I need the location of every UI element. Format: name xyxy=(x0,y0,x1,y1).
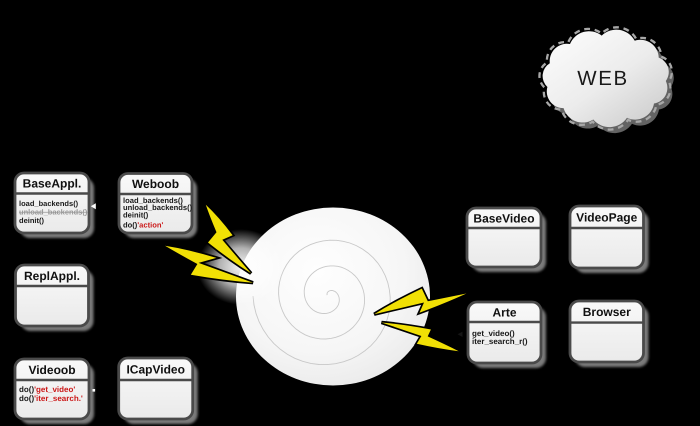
svg-text:VideoPage: VideoPage xyxy=(576,210,637,224)
svg-text:BaseAppl.: BaseAppl. xyxy=(23,177,82,191)
svg-text:deinit(): deinit() xyxy=(123,210,149,219)
svg-text:do()'action': do()'action' xyxy=(123,221,164,230)
svg-text:do()'iter_search.': do()'iter_search.' xyxy=(19,394,83,403)
svg-text:Browser: Browser xyxy=(583,305,631,319)
svg-text:Weboob: Weboob xyxy=(132,177,179,191)
svg-text:load_backends(): load_backends() xyxy=(123,196,183,205)
svg-text:ICapVideo: ICapVideo xyxy=(126,362,184,376)
svg-text:ReplAppl.: ReplAppl. xyxy=(24,269,80,283)
svg-text:BaseVideo: BaseVideo xyxy=(473,211,534,225)
svg-text:Arte: Arte xyxy=(492,305,516,319)
svg-text:get_video(): get_video() xyxy=(472,329,515,338)
svg-text:iter_search_r(): iter_search_r() xyxy=(472,337,528,346)
svg-text:unload_backends(): unload_backends() xyxy=(19,208,88,217)
svg-text:load_backends(): load_backends() xyxy=(19,199,79,208)
svg-text:unload_backends(): unload_backends() xyxy=(123,203,193,212)
svg-text:WEB: WEB xyxy=(577,67,629,90)
svg-text:deinit(): deinit() xyxy=(19,216,44,225)
svg-text:Videoob: Videoob xyxy=(28,363,75,377)
svg-text:do()'get_video': do()'get_video' xyxy=(19,385,75,394)
